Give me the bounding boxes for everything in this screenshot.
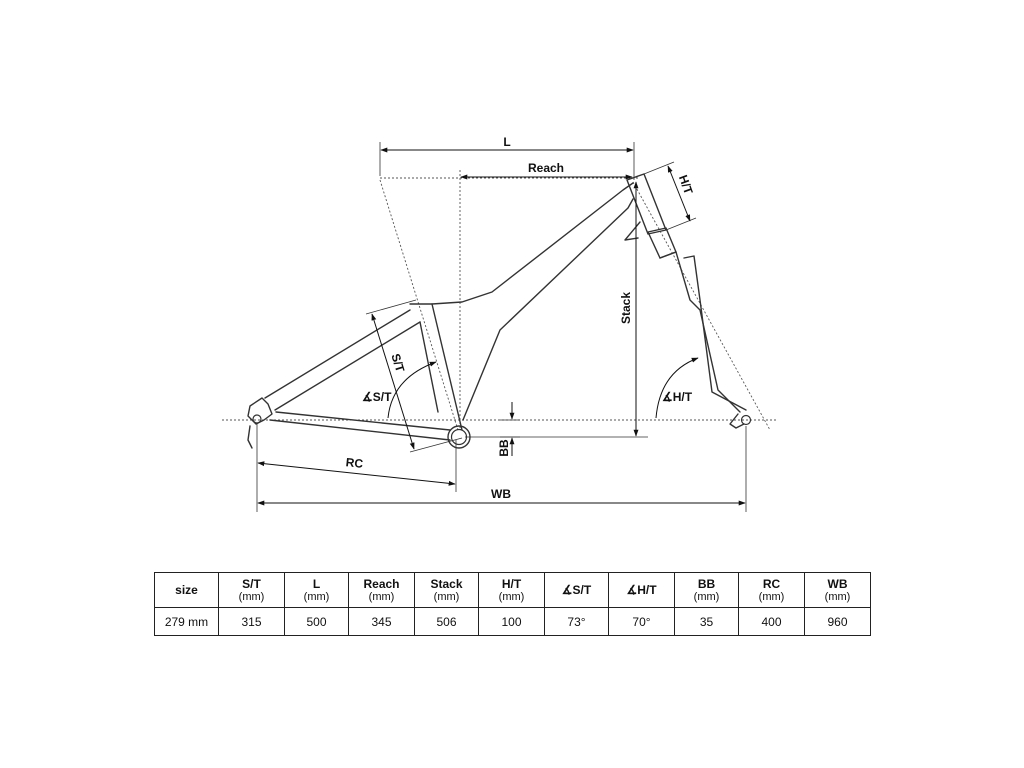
rc-dimension: RC	[257, 455, 456, 486]
header-cell: L(mm)	[284, 572, 349, 608]
stack-label: Stack	[619, 292, 633, 324]
table-cell: 500	[284, 607, 349, 636]
header-cell: Reach(mm)	[348, 572, 415, 608]
ht-angle-indicator: ∡H/T	[655, 357, 699, 419]
stack-dimension: Stack	[619, 181, 639, 437]
st-angle-label: ∡S/T	[362, 390, 392, 404]
header-name: L	[312, 576, 321, 591]
table-cell: 345	[348, 607, 415, 636]
header-cell: BB(mm)	[674, 572, 739, 608]
header-name: H/T	[501, 576, 522, 591]
table-cell: 73°	[544, 607, 609, 636]
header-cell: RC(mm)	[738, 572, 805, 608]
table-header-row: size S/T(mm) L(mm) Reach(mm) Stack(mm) H…	[154, 572, 871, 608]
header-name: BB	[697, 576, 716, 591]
table-row: 279 mm 315 500 345 506 100 73° 70° 35 40…	[154, 607, 871, 636]
ht-label: H/T	[676, 173, 696, 197]
table-cell: 35	[674, 607, 739, 636]
header-name: ∡H/T	[626, 583, 657, 597]
header-cell: ∡S/T	[544, 572, 609, 608]
table-cell: 279 mm	[154, 607, 219, 636]
header-name: ∡S/T	[561, 583, 592, 597]
header-unit: (mm)	[758, 590, 785, 603]
table-cell: 315	[218, 607, 285, 636]
reach-label: Reach	[528, 161, 564, 175]
table-cell: 400	[738, 607, 805, 636]
ht-angle-label: ∡H/T	[662, 390, 693, 404]
wb-label: WB	[491, 487, 511, 501]
header-cell: S/T(mm)	[218, 572, 285, 608]
wb-dimension: WB	[257, 487, 746, 506]
header-unit: (mm)	[368, 590, 395, 603]
header-name: WB	[827, 576, 848, 591]
st-angle-indicator: ∡S/T	[362, 361, 437, 419]
header-name: Reach	[363, 576, 400, 591]
table-cell: 960	[804, 607, 871, 636]
geometry-table: size S/T(mm) L(mm) Reach(mm) Stack(mm) H…	[154, 572, 871, 636]
table-cell: 100	[478, 607, 545, 636]
header-unit: (mm)	[693, 590, 720, 603]
header-unit: (mm)	[238, 590, 265, 603]
bb-dimension: BB	[497, 402, 515, 457]
header-cell: WB(mm)	[804, 572, 871, 608]
table-cell: 70°	[608, 607, 675, 636]
rc-label: RC	[345, 455, 364, 471]
header-unit: (mm)	[303, 590, 330, 603]
rear-dropout	[252, 414, 262, 424]
header-name: size	[175, 583, 198, 597]
front-dropout	[740, 414, 752, 426]
header-name: S/T	[242, 576, 261, 591]
header-cell: Stack(mm)	[414, 572, 479, 608]
header-cell: H/T(mm)	[478, 572, 545, 608]
extension-lines	[256, 142, 747, 512]
frame-geometry-diagram: L Reach H/T Stack S/T ∡S/T ∡H/T BB	[222, 135, 776, 512]
header-unit: (mm)	[824, 590, 851, 603]
header-cell: size	[154, 572, 219, 608]
reach-dimension: Reach	[460, 161, 633, 180]
table-cell: 506	[414, 607, 479, 636]
bike-frame	[247, 173, 747, 449]
header-name: Stack	[430, 576, 463, 591]
l-dimension: L	[380, 135, 634, 153]
header-unit: (mm)	[433, 590, 460, 603]
st-label: S/T	[388, 352, 407, 375]
st-dimension: S/T	[365, 299, 463, 453]
header-name: RC	[762, 576, 781, 591]
header-cell: ∡H/T	[608, 572, 675, 608]
header-unit: (mm)	[498, 590, 525, 603]
ht-dimension: H/T	[643, 161, 697, 231]
bb-label: BB	[497, 439, 511, 457]
l-label: L	[503, 135, 510, 149]
